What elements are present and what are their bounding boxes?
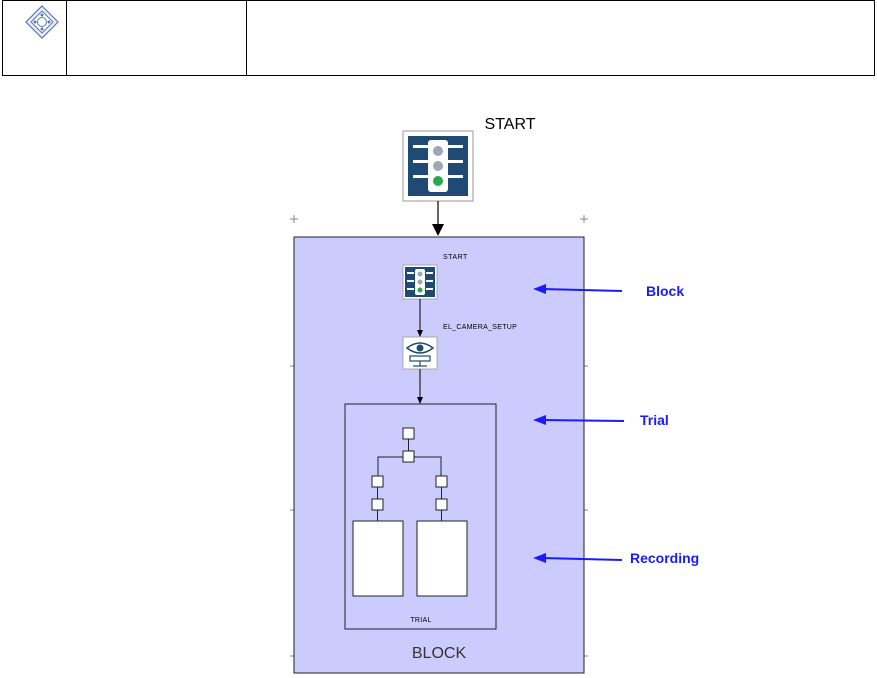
block-annotation: Block (533, 283, 684, 299)
trial-annotation: Trial (533, 412, 669, 428)
camera-setup-label: EL_CAMERA_SETUP (443, 324, 517, 331)
top-start-label: START (485, 116, 536, 133)
block-annotation-label: Block (646, 283, 684, 299)
table-divider (66, 1, 67, 75)
sequence-node-icon (25, 5, 59, 39)
traffic-light-icon[interactable] (402, 264, 438, 300)
arrowhead (417, 397, 423, 404)
trial-structure (352, 427, 468, 597)
block-label: BLOCK (412, 645, 467, 662)
arrowhead (417, 330, 423, 337)
header-table (2, 0, 875, 76)
recording-annotation: Recording (533, 550, 699, 566)
table-divider (246, 1, 247, 75)
inner-start-label: START (443, 254, 468, 261)
eye-camera-icon[interactable] (402, 336, 438, 370)
trial-label: TRIAL (410, 617, 431, 624)
recording-annotation-label: Recording (630, 550, 699, 566)
traffic-light-icon[interactable] (402, 130, 474, 202)
arrowhead (432, 224, 444, 236)
trial-annotation-label: Trial (640, 412, 669, 428)
